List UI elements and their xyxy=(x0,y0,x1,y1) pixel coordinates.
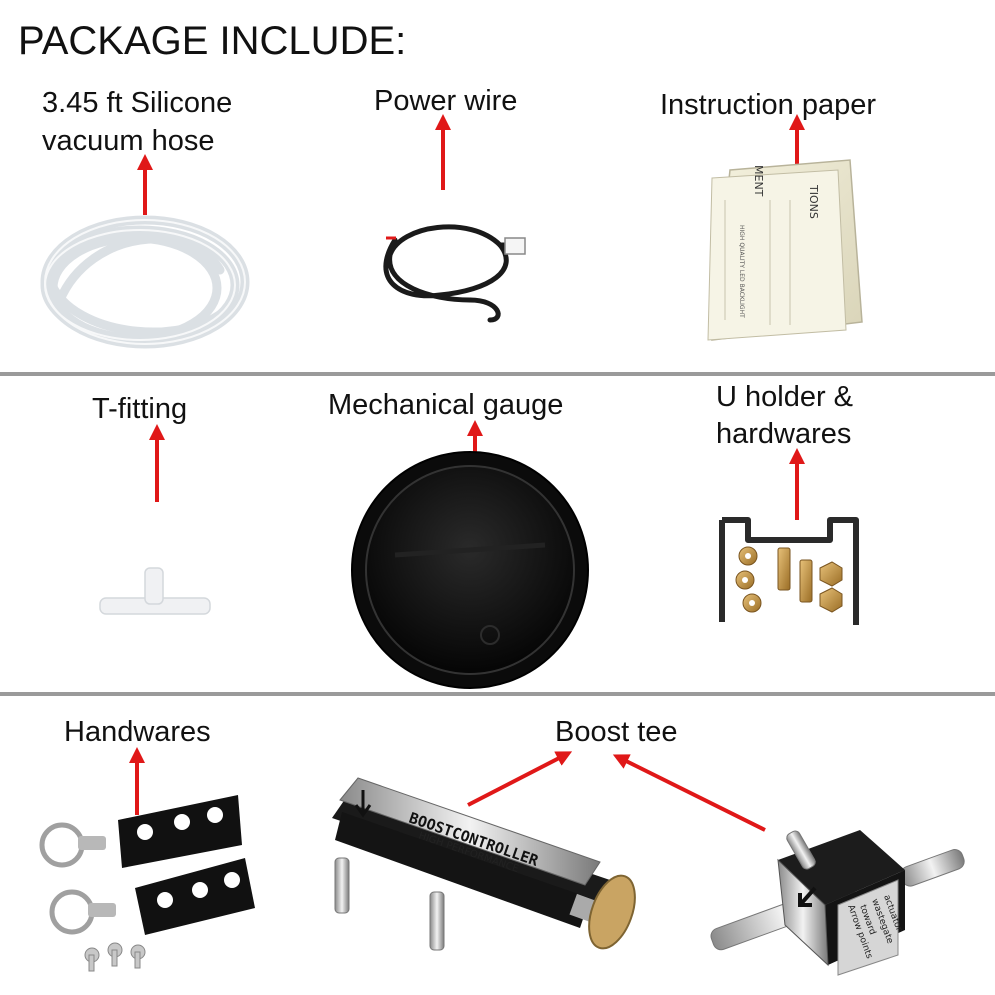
page-title: PACKAGE INCLUDE: xyxy=(18,19,406,63)
boost-tee-label: Boost tee xyxy=(555,716,678,748)
handwares-image xyxy=(39,795,255,972)
paper-text-2: MENT xyxy=(752,165,765,197)
power-wire-image xyxy=(383,224,515,323)
divider-bottom xyxy=(0,692,995,696)
t-fitting-image xyxy=(99,567,211,615)
handwares-item: Handwares xyxy=(39,716,255,972)
divider-top xyxy=(0,372,995,376)
paper-text-1: TIONS xyxy=(807,184,820,219)
instruction-label: Instruction paper xyxy=(660,89,876,121)
hose-label-line2: vacuum hose xyxy=(42,125,215,157)
boost-tee-valve-image: Arrow points toward wastegate actuator xyxy=(710,830,965,976)
boost-tee-item: Boost tee BOOSTCONTROLLER HIGH PERFORMAN… xyxy=(332,716,965,976)
power-wire-label: Power wire xyxy=(374,85,517,117)
handwares-label: Handwares xyxy=(64,716,211,748)
instruction-paper-image: TIONS MENT HIGH QUALITY LED BACKLIGHT xyxy=(707,159,863,341)
u-holder-label-line2: hardwares xyxy=(716,418,851,450)
hose-label-line1: 3.45 ft Silicone xyxy=(42,87,232,119)
mechanical-gauge-item: Mechanical gauge xyxy=(328,389,589,689)
wire-connector xyxy=(504,237,526,255)
boost-tee-arrow-left xyxy=(467,751,573,807)
u-holder-image xyxy=(719,517,859,625)
gauge-label: Mechanical gauge xyxy=(328,389,563,421)
mechanical-gauge-image xyxy=(351,451,589,689)
t-fitting-item: T-fitting xyxy=(92,393,211,615)
paper-text-3: HIGH QUALITY LED BACKLIGHT xyxy=(738,225,745,318)
u-holder-label-line1: U holder & xyxy=(716,381,853,413)
u-holder-item: U holder & hardwares xyxy=(716,381,859,625)
boost-controller-image: BOOSTCONTROLLER HIGH PERFORMANCE xyxy=(332,777,636,951)
boost-tee-arrow-right xyxy=(612,754,766,832)
t-fitting-label: T-fitting xyxy=(92,393,187,425)
silicone-hose-item: 3.45 ft Silicone vacuum hose xyxy=(40,87,250,349)
instruction-paper-item: Instruction paper TIONS MENT HIGH QUALIT… xyxy=(660,89,876,341)
power-wire-item: Power wire xyxy=(374,85,526,323)
